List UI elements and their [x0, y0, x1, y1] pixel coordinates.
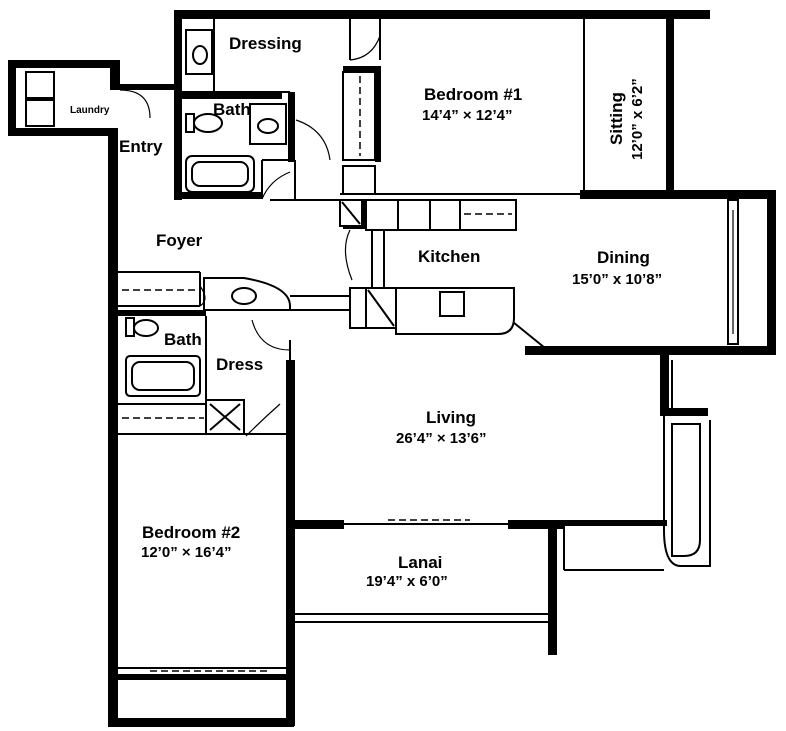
room-dims-dining: 15’0” x 10’8”	[572, 271, 662, 288]
room-label-bedroom-1: Bedroom #1	[424, 85, 522, 104]
washer	[25, 71, 55, 99]
room-label-kitchen: Kitchen	[418, 247, 480, 266]
kitchen-sink	[439, 291, 465, 317]
room-dims-bedroom-1: 14’4” × 12’4”	[422, 107, 512, 124]
room-dims-living: 26’4” × 13’6”	[396, 430, 486, 447]
room-label-entry: Entry	[119, 137, 163, 156]
room-labels: Dressing Bedroom #1 14’4” × 12’4” Sittin…	[70, 34, 662, 590]
bathtub-1	[185, 155, 255, 193]
room-label-bath-2: Bath	[164, 330, 202, 349]
room-label-foyer: Foyer	[156, 231, 203, 250]
walls	[8, 10, 776, 727]
room-label-dressing: Dressing	[229, 34, 302, 53]
room-dims-bedroom-2: 12’0” × 16’4”	[141, 544, 231, 561]
room-label-dress: Dress	[216, 355, 263, 374]
toilet-2	[125, 317, 159, 337]
kitchen-upper-counter	[365, 199, 517, 231]
room-label-bath-1: Bath	[213, 100, 251, 119]
room-label-dining: Dining	[597, 248, 650, 267]
room-label-sitting: Sitting	[607, 92, 626, 145]
bath-1-vanity	[249, 103, 287, 145]
dressing-vanity	[185, 29, 213, 75]
room-dims-lanai: 19’4” x 6’0”	[366, 573, 448, 590]
dryer	[25, 99, 55, 127]
room-label-living: Living	[426, 408, 476, 427]
bathtub-2	[125, 355, 201, 397]
toilet-1	[185, 113, 223, 133]
fixtures	[25, 29, 517, 397]
room-dims-sitting: 12’0” x 6’2”	[629, 78, 646, 160]
room-label-bedroom-2: Bedroom #2	[142, 523, 240, 542]
room-label-laundry: Laundry	[70, 105, 110, 116]
doors	[119, 35, 381, 437]
partitions	[118, 19, 739, 672]
room-label-lanai: Lanai	[398, 553, 442, 572]
